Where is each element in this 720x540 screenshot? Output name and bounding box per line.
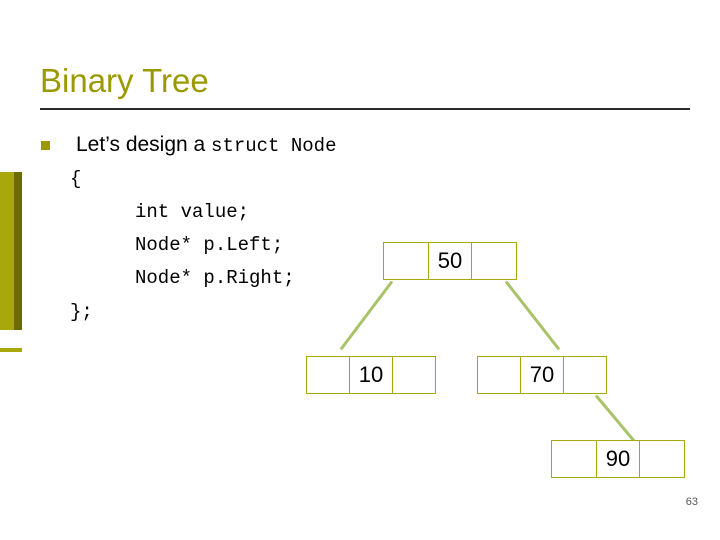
tree-node-10-value: 10	[358, 362, 384, 387]
page-title: Binary Tree	[40, 62, 209, 99]
code-line-3: Node* p.Right;	[135, 267, 295, 289]
code-line-1: int value;	[135, 201, 250, 223]
tree-node-90: 90	[551, 440, 685, 478]
bullet-text-sans: Let’s design a	[76, 133, 212, 156]
tree-node-50: 50	[383, 242, 517, 280]
code-line-2: Node* p.Left;	[135, 234, 284, 256]
tree-node-10-right-pointer	[391, 357, 435, 393]
code-line-0: {	[70, 168, 82, 190]
tree-node-50-right-pointer	[471, 243, 516, 279]
tree-edge-70-90	[594, 394, 638, 444]
tree-node-90-value: 90	[605, 446, 631, 471]
tree-node-90-right-pointer	[639, 441, 684, 477]
left-accent-bar-dark	[14, 172, 22, 330]
page-number: 63	[685, 496, 698, 508]
title-divider	[40, 108, 690, 110]
tree-node-70: 70	[477, 356, 607, 394]
bullet-text-line: Let’s design a struct Node	[76, 133, 336, 157]
tree-node-70-right-pointer	[562, 357, 606, 393]
tree-node-50-value: 50	[437, 248, 463, 273]
tree-node-70-value: 70	[529, 362, 555, 387]
square-bullet-icon	[41, 141, 50, 150]
tree-node-10-left-pointer	[307, 357, 351, 393]
tree-node-50-left-pointer	[384, 243, 429, 279]
tree-node-10: 10	[306, 356, 436, 394]
tree-node-90-left-pointer	[552, 441, 597, 477]
bullet-text-mono: struct Node	[211, 135, 337, 157]
left-accent-bar-gap-mid	[0, 330, 22, 348]
left-accent-bar-gap-bottom	[0, 352, 22, 540]
code-line-4: };	[70, 301, 93, 323]
tree-edge-50-70	[504, 280, 561, 351]
tree-node-70-left-pointer	[478, 357, 522, 393]
tree-edge-50-10	[339, 280, 394, 351]
left-accent-bar-gap-top	[0, 0, 22, 172]
